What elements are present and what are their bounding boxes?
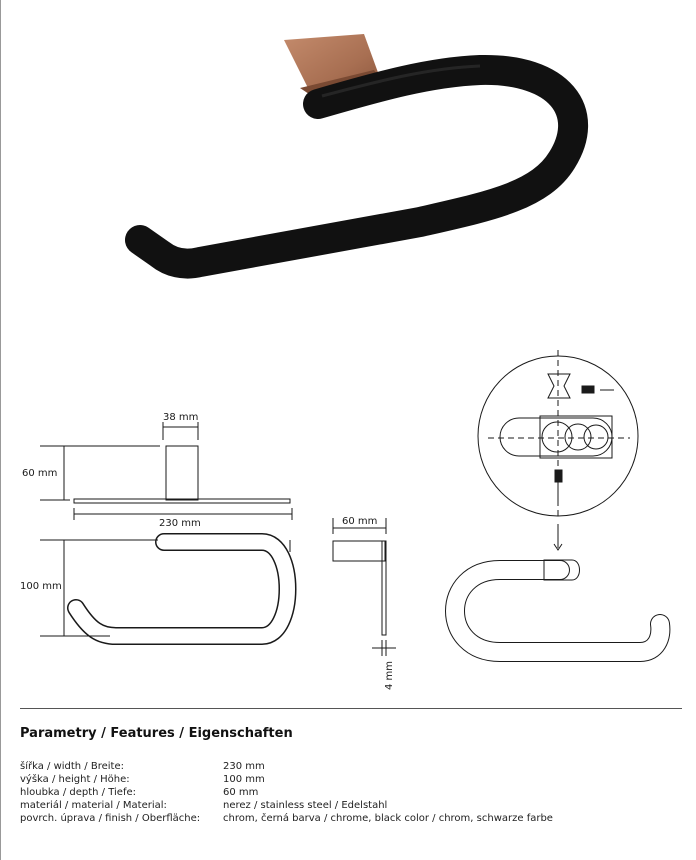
feature-label: materiál / material / Material:: [20, 800, 167, 811]
table-row: výška / height / Höhe: 100 mm: [20, 773, 553, 786]
overview-drawing: [445, 559, 671, 662]
feature-value: 60 mm: [223, 787, 259, 798]
feature-value: chrom, černá barva / chrome, black color…: [223, 813, 553, 824]
dim-thickness: 4 mm: [384, 661, 395, 690]
table-row: šířka / width / Breite: 230 mm: [20, 760, 553, 773]
technical-drawing: 38 mm 60 mm 230 mm 60 mm 100 mm 4 mm: [20, 350, 671, 690]
feature-label: výška / height / Höhe:: [20, 774, 130, 785]
page-border: [0, 0, 1, 860]
side-view: [332, 518, 396, 656]
feature-label: hloubka / depth / Tiefe:: [20, 787, 136, 798]
feature-value: 100 mm: [223, 774, 265, 785]
top-view: [40, 422, 293, 520]
feature-value: nerez / stainless steel / Edelstahl: [223, 800, 388, 811]
holder-arm: [125, 54, 588, 279]
front-view: [40, 533, 297, 645]
section-divider: [20, 708, 682, 709]
dim-height: 100 mm: [20, 581, 62, 592]
dim-base-width: 38 mm: [163, 412, 198, 423]
features-table: šířka / width / Breite: 230 mm výška / h…: [20, 760, 553, 825]
feature-label: šířka / width / Breite:: [20, 761, 124, 772]
dim-width: 230 mm: [159, 518, 201, 529]
mount-detail: [477, 350, 639, 551]
table-row: povrch. úprava / finish / Oberfläche: ch…: [20, 812, 553, 825]
table-row: materiál / material / Material: nerez / …: [20, 799, 553, 812]
features-title: Parametry / Features / Eigenschaften: [20, 726, 293, 741]
table-row: hloubka / depth / Tiefe: 60 mm: [20, 786, 553, 799]
feature-label: povrch. úprava / finish / Oberfläche:: [20, 813, 201, 824]
product-photo: [125, 34, 588, 279]
feature-value: 230 mm: [223, 761, 265, 772]
dim-depth: 60 mm: [342, 516, 377, 527]
dim-height-top: 60 mm: [22, 468, 57, 479]
